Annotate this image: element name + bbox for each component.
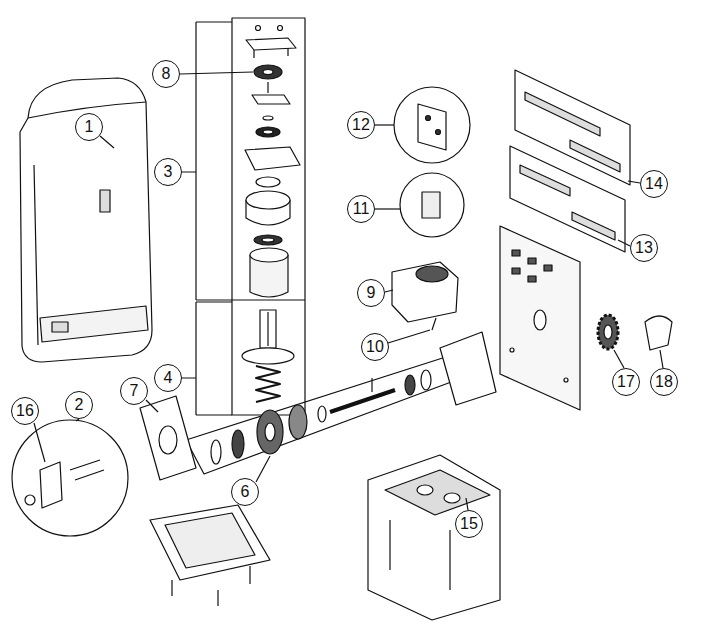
detail-circle <box>394 87 470 163</box>
release-key <box>40 462 62 508</box>
foundation-plate <box>368 455 500 620</box>
leader-lines <box>34 72 663 510</box>
callout-label: 1 <box>85 119 94 135</box>
callout-label: 16 <box>16 403 34 419</box>
mounting-bracket <box>510 146 625 252</box>
gearbox-half <box>140 396 196 480</box>
callout-number: 12 <box>347 111 375 139</box>
callout-label: 7 <box>130 383 139 399</box>
callout-label: 17 <box>617 374 635 390</box>
gearbox-half <box>440 332 496 405</box>
callout-label: 8 <box>162 66 171 82</box>
callout-number: 1 <box>75 113 103 141</box>
shaft-assembly <box>186 355 470 474</box>
callout-number: 13 <box>630 234 658 262</box>
callout-number: 2 <box>65 391 93 419</box>
callout-label: 10 <box>366 339 384 355</box>
callout-number: 8 <box>152 60 180 88</box>
terminal-plate <box>418 104 446 150</box>
housing-cover <box>20 78 152 362</box>
cam-cover <box>645 316 672 350</box>
mounting-bracket <box>515 70 630 185</box>
limit-switch <box>422 192 440 218</box>
callout-label: 9 <box>367 285 376 301</box>
callout-label: 18 <box>655 374 673 390</box>
callout-number: 18 <box>650 368 678 396</box>
back-plate <box>500 226 580 410</box>
callout-number: 6 <box>231 478 259 506</box>
pinion-gear <box>598 315 618 349</box>
callout-number: 16 <box>11 397 39 425</box>
callout-number: 7 <box>120 377 148 405</box>
callout-number: 10 <box>361 333 389 361</box>
base-plate <box>150 505 270 606</box>
bracket-lines <box>182 22 232 415</box>
motor-column <box>232 18 305 415</box>
callout-number: 17 <box>612 368 640 396</box>
callout-number: 15 <box>455 510 483 538</box>
callout-number: 14 <box>640 170 668 198</box>
callout-label: 12 <box>352 117 370 133</box>
callout-label: 13 <box>635 240 653 256</box>
callout-number: 3 <box>154 158 182 186</box>
detail-circle <box>400 173 464 237</box>
detail-circle <box>12 420 128 536</box>
motor-head <box>392 262 458 330</box>
bearing <box>159 426 177 454</box>
callout-number: 9 <box>357 279 385 307</box>
callout-label: 6 <box>241 484 250 500</box>
callout-label: 11 <box>353 201 370 217</box>
callout-label: 4 <box>164 370 173 386</box>
callout-number: 4 <box>154 364 182 392</box>
callout-label: 14 <box>645 176 663 192</box>
callout-label: 3 <box>164 164 173 180</box>
callout-label: 2 <box>75 397 84 413</box>
callout-label: 15 <box>460 516 478 532</box>
callout-number: 11 <box>347 195 375 223</box>
